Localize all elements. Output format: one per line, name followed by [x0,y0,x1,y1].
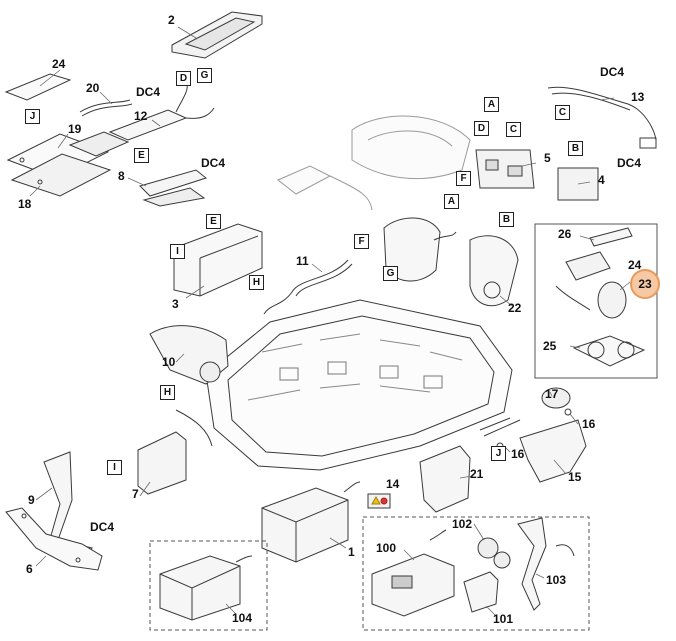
part-10-drawing [149,325,229,385]
part-9-6-drawing [5,451,103,571]
part-23-26-24-25-drawing [555,227,646,367]
connector-label-e-mid[interactable]: E [206,214,221,229]
part-number-25[interactable]: 25 [543,339,557,353]
cable-8-drawing [139,169,208,207]
connector-label-j-lower[interactable]: J [491,446,506,461]
part-number-100[interactable]: 100 [376,541,397,555]
part-101-102-103-drawing [463,517,575,613]
connector-label-a-lower[interactable]: A [444,194,459,209]
connector-label-g-mid[interactable]: G [383,266,398,281]
part-number-17[interactable]: 17 [545,387,559,401]
connector-label-i[interactable]: I [170,244,185,259]
connector-label-c-right[interactable]: C [555,105,570,120]
part-number-7[interactable]: 7 [132,487,139,501]
connector-label-h-lower[interactable]: H [160,385,175,400]
connector-name-dc4-bottom-left[interactable]: DC4 [90,520,115,534]
connector-label-h[interactable]: H [249,275,264,290]
part-number-11[interactable]: 11 [296,254,309,268]
part-number-6[interactable]: 6 [26,562,33,576]
part-number-101[interactable]: 101 [493,612,514,626]
connector-label-g[interactable]: G [197,68,212,83]
cable-20-12-drawing [79,79,215,141]
part-number-8[interactable]: 8 [118,169,125,183]
part-number-16-upper[interactable]: 16 [582,417,596,431]
part-number-104[interactable]: 104 [232,611,253,625]
part-number-23-highlighted[interactable]: 23 [630,269,660,299]
part-number-13[interactable]: 13 [631,90,645,104]
connector-name-dc4-right[interactable]: DC4 [617,156,642,170]
part-14-drawing [367,493,391,509]
connector-label-d-right[interactable]: D [474,121,489,136]
connector-label-d[interactable]: D [176,71,191,86]
part-number-3[interactable]: 3 [172,297,179,311]
connector-name-dc4-mid[interactable]: DC4 [201,156,226,170]
connector-label-c[interactable]: C [506,122,521,137]
leader-lines [29,26,631,617]
part-number-24[interactable]: 24 [52,57,66,71]
connector-label-b-right[interactable]: B [568,141,583,156]
part-number-2[interactable]: 2 [168,13,175,27]
part-number-21[interactable]: 21 [470,467,484,481]
part-number-5[interactable]: 5 [544,151,551,165]
part-number-22[interactable]: 22 [508,301,522,315]
part-number-15[interactable]: 15 [568,470,582,484]
kit-100-frame [362,516,590,631]
kit-23-frame [534,223,658,379]
parts-right-mid-drawing [419,387,587,513]
connector-label-f-mid[interactable]: F [354,234,369,249]
connector-label-f[interactable]: F [456,171,471,186]
connector-name-dc4-left[interactable]: DC4 [136,85,161,99]
part-number-9[interactable]: 9 [28,493,35,507]
part-1-battery-drawing [261,481,361,563]
connector-label-e[interactable]: E [134,148,149,163]
part-number-18[interactable]: 18 [18,197,32,211]
part-number-19[interactable]: 19 [68,122,82,136]
part-number-103[interactable]: 103 [546,573,567,587]
part-104-drawing [159,555,253,621]
boards-left-drawing [4,73,130,197]
part-number-24-kit[interactable]: 24 [628,258,642,272]
cable-11-drawing [263,259,353,315]
part-number-20[interactable]: 20 [86,81,100,95]
part-number-12[interactable]: 12 [134,109,148,123]
motor-assemblies-drawing [383,217,519,307]
part-number-1[interactable]: 1 [348,545,355,559]
part-100-drawing [371,529,455,617]
part-number-10[interactable]: 10 [162,355,176,369]
connector-label-b[interactable]: B [499,212,514,227]
part-number-14[interactable]: 14 [386,477,400,491]
connector-name-dc4-top-right[interactable]: DC4 [600,65,625,79]
part-number-16-lower[interactable]: 16 [511,447,525,461]
part-number-26[interactable]: 26 [558,227,572,241]
connector-label-i-lower[interactable]: I [107,460,122,475]
connector-label-a[interactable]: A [484,97,499,112]
chassis-drawing [205,299,513,471]
kit-104-frame [149,540,268,631]
upper-housing-drawing [277,115,471,211]
part-7-drawing [137,409,213,495]
part-2-cover-drawing [171,11,263,59]
bracket-3-drawing [173,223,263,297]
part-number-4[interactable]: 4 [598,173,605,187]
part-number-102[interactable]: 102 [452,517,473,531]
connector-label-j[interactable]: J [25,109,40,124]
